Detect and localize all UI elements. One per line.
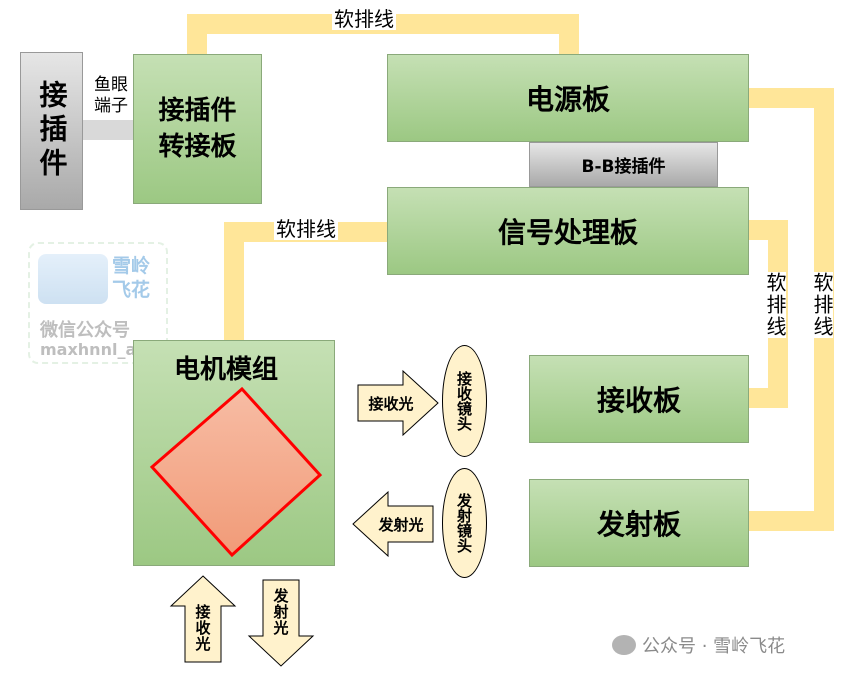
receive-lens: 接收镜头 — [442, 345, 487, 457]
transmit-light-arrow-down — [247, 579, 315, 667]
cable-top-right-riser — [559, 14, 579, 56]
transmit-lens: 发射镜头 — [442, 468, 487, 578]
power-board-label: 电源板 — [525, 83, 610, 116]
receive-light-label-h: 接收光 — [368, 394, 414, 413]
fisheye-strip — [82, 120, 134, 140]
adapter-board: 接插件转接板 — [133, 54, 262, 204]
adapter-board-label: 接插件转接板 — [158, 96, 237, 162]
receive-lens-label: 接收镜头 — [455, 371, 473, 431]
power-board: 电源板 — [387, 54, 749, 142]
receiver-board-label: 接收板 — [596, 384, 681, 417]
motor-module-label: 电机模组 — [174, 355, 279, 385]
connector-block: 接插件 — [20, 52, 83, 210]
signal-board-label: 信号处理板 — [497, 216, 638, 249]
signal-board: 信号处理板 — [387, 187, 749, 275]
receive-light-label-v: 接收光 — [193, 604, 212, 652]
footer-watermark: 公众号 · 雪岭飞花 — [612, 632, 785, 658]
cable-left-riser — [224, 222, 244, 342]
cable-label-left: 软排线 — [274, 217, 338, 241]
transmitter-board: 发射板 — [529, 479, 749, 567]
fisheye-terminal-label: 鱼眼端子 — [90, 75, 132, 117]
transmit-light-arrow-left — [352, 490, 434, 558]
motor-module: 电机模组 — [133, 340, 335, 566]
cable-right-inner-bottom — [748, 388, 788, 408]
receive-light-arrow-right — [357, 369, 439, 437]
watermark-account-id: maxhnnl_ai — [40, 340, 142, 359]
connector-label: 接插件 — [35, 80, 69, 182]
cable-right-outer-top — [748, 88, 834, 108]
receive-light-arrow-up — [169, 575, 237, 663]
transmit-light-label-v: 发射光 — [271, 588, 290, 636]
watermark-logo: 雪岭飞花 微信公众号 maxhnnl_ai — [28, 242, 168, 364]
watermark-account-label: 微信公众号 — [40, 320, 130, 341]
car-icon — [38, 254, 108, 304]
cable-label-right-outer: 软排线 — [810, 272, 834, 338]
b2b-connector-label: B-B接插件 — [581, 157, 666, 177]
mirror-icon — [149, 386, 323, 558]
watermark-logo-text: 雪岭飞花 — [112, 255, 151, 301]
cable-right-outer-bottom — [748, 511, 834, 531]
transmit-light-label-h: 发射光 — [378, 515, 424, 534]
footer-text: 公众号 · 雪岭飞花 — [642, 636, 786, 657]
b2b-connector: B-B接插件 — [529, 142, 718, 187]
receiver-board: 接收板 — [529, 355, 749, 443]
wechat-icon — [612, 635, 636, 655]
transmitter-board-label: 发射板 — [596, 508, 681, 541]
transmit-lens-label: 发射镜头 — [455, 493, 473, 553]
cable-label-right-inner: 软排线 — [763, 272, 787, 338]
cable-label-top: 软排线 — [332, 7, 396, 31]
